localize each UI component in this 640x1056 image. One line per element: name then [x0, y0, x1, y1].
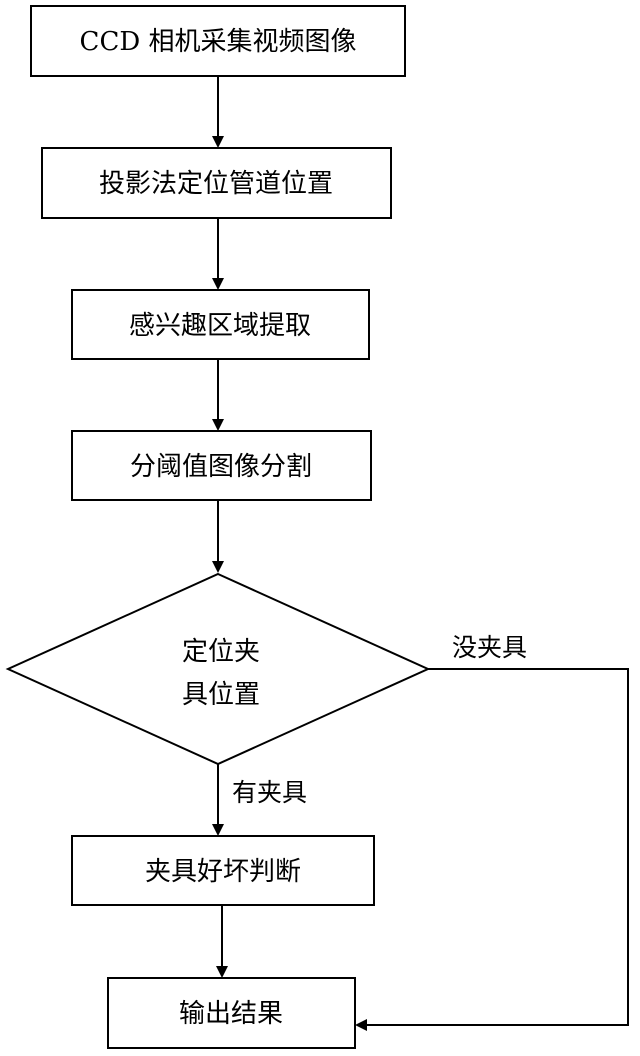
node-roi-label: 感兴趣区域提取 [129, 311, 311, 341]
arrow-decision-to-output [355, 668, 629, 1031]
node-projection: 投影法定位管道位置 [41, 147, 392, 219]
node-output: 输出结果 [107, 977, 356, 1049]
node-judge-label: 夹具好坏判断 [145, 857, 301, 887]
node-decision-label-line1: 定位夹 [182, 637, 260, 667]
node-capture-label: CCD 相机采集视频图像 [80, 27, 357, 57]
node-decision-label-line2: 具位置 [182, 680, 260, 710]
edge-label-has-fixture: 有夹具 [232, 778, 307, 807]
node-roi: 感兴趣区域提取 [71, 289, 370, 360]
node-projection-label: 投影法定位管道位置 [99, 169, 333, 199]
node-output-label: 输出结果 [179, 999, 283, 1029]
node-decision: 定位夹 具位置 [5, 572, 431, 766]
node-judge: 夹具好坏判断 [71, 835, 375, 906]
node-threshold: 分阈值图像分割 [71, 430, 372, 501]
node-capture: CCD 相机采集视频图像 [30, 5, 406, 77]
node-threshold-label: 分阈值图像分割 [130, 452, 312, 482]
edge-label-no-fixture: 没夹具 [452, 633, 527, 662]
